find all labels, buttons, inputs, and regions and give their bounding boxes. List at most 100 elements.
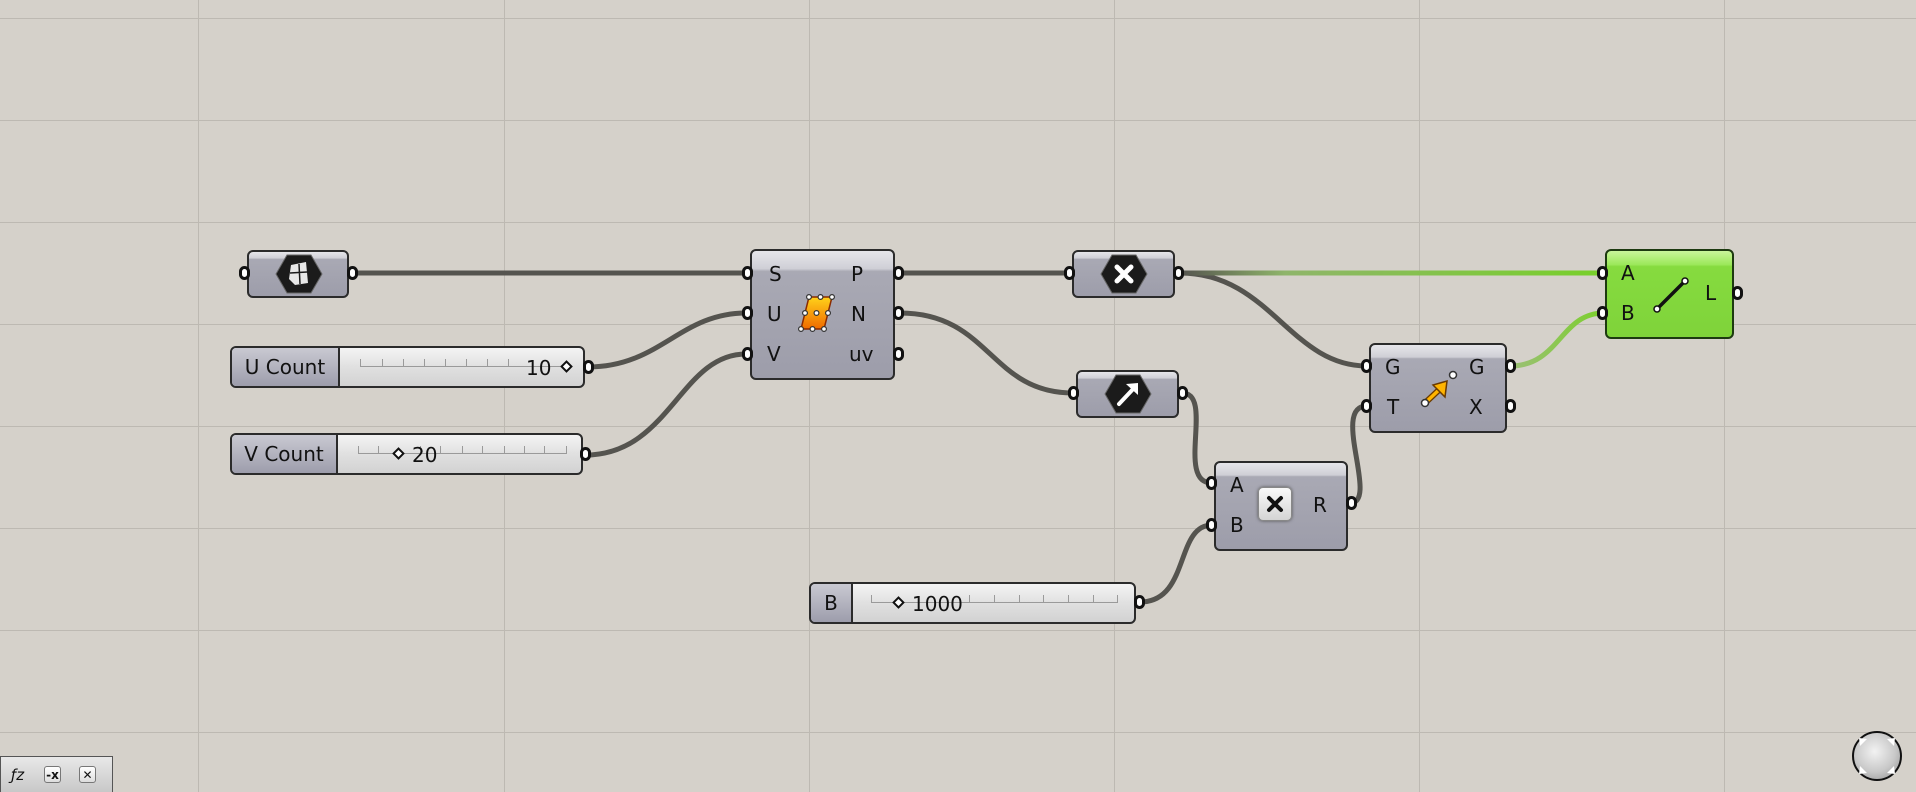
- slider-tick: [1043, 595, 1044, 603]
- slider-value: 10: [526, 356, 552, 380]
- input-grip[interactable]: [1064, 266, 1075, 280]
- input-grip[interactable]: [1068, 386, 1079, 400]
- slider-tick: [360, 359, 361, 367]
- output-label-l: L: [1705, 281, 1717, 305]
- slider-tick: [969, 595, 970, 603]
- output-grip[interactable]: [1177, 386, 1188, 400]
- navigation-compass[interactable]: [1852, 731, 1902, 781]
- slider-tick: [424, 359, 425, 367]
- slider-value: 1000: [912, 592, 963, 616]
- slider-tick: [403, 359, 404, 367]
- u-count-slider[interactable]: U Count 10: [230, 346, 585, 388]
- input-label-b: B: [1230, 513, 1244, 537]
- slider-tick: [358, 446, 359, 454]
- output-grip[interactable]: [583, 360, 594, 374]
- multiply-icon: [1258, 487, 1292, 521]
- point-param-icon: [1100, 254, 1148, 294]
- surface-param-icon: [275, 254, 323, 294]
- input-grip-b[interactable]: [1206, 518, 1217, 532]
- slider-tick: [462, 446, 463, 454]
- slider-tick: [420, 446, 421, 454]
- input-label-t: T: [1387, 395, 1400, 419]
- output-grip-l[interactable]: [1732, 286, 1743, 300]
- divide-surface-icon: [797, 293, 835, 332]
- negate-button[interactable]: -x: [44, 766, 61, 783]
- grid-line: [1724, 0, 1725, 792]
- input-grip-v[interactable]: [742, 347, 753, 361]
- vector-param-component[interactable]: [1076, 370, 1179, 418]
- v-count-slider[interactable]: V Count 20: [230, 433, 583, 475]
- slider-knob[interactable]: [892, 596, 905, 609]
- input-label-v: V: [767, 342, 781, 366]
- output-grip-p[interactable]: [893, 266, 904, 280]
- output-grip-n[interactable]: [893, 306, 904, 320]
- close-button[interactable]: ✕: [79, 766, 96, 783]
- slider-name: V Count: [232, 435, 338, 473]
- slider-tick: [504, 446, 505, 454]
- grid-line: [0, 426, 1916, 427]
- grid-line: [198, 0, 199, 792]
- output-label-uv: uv: [849, 342, 874, 366]
- slider-tick: [487, 359, 488, 367]
- grid-line: [0, 222, 1916, 223]
- output-label-p: P: [851, 262, 864, 286]
- slider-tick: [440, 446, 441, 454]
- surface-param-component[interactable]: [247, 250, 349, 298]
- vector-param-icon: [1104, 374, 1152, 414]
- slider-tick: [466, 359, 467, 367]
- output-grip[interactable]: [1134, 595, 1145, 609]
- input-label-a: A: [1230, 473, 1244, 497]
- slider-tick: [524, 446, 525, 454]
- slider-tick: [994, 595, 995, 603]
- output-grip-r[interactable]: [1346, 496, 1357, 510]
- slider-tick: [544, 446, 545, 454]
- slider-name: B: [811, 584, 853, 622]
- slider-knob[interactable]: [560, 360, 573, 373]
- input-grip-t[interactable]: [1361, 399, 1372, 413]
- compass-arrows-icon: [1859, 738, 1895, 774]
- grid-line: [809, 0, 810, 792]
- input-grip-u[interactable]: [742, 306, 753, 320]
- slider-tick: [482, 446, 483, 454]
- b-slider[interactable]: B 1000: [809, 582, 1136, 624]
- divide-surface-component[interactable]: S U V P N uv: [750, 249, 895, 380]
- input-label-b: B: [1621, 301, 1635, 325]
- output-grip[interactable]: [347, 266, 358, 280]
- slider-tick: [1093, 595, 1094, 603]
- move-icon: [1420, 370, 1458, 408]
- grid-line: [0, 732, 1916, 733]
- multiplication-component[interactable]: A B R: [1214, 461, 1348, 551]
- grid-line: [0, 18, 1916, 19]
- output-grip-g[interactable]: [1505, 359, 1516, 373]
- input-grip[interactable]: [239, 266, 250, 280]
- output-label-x: X: [1469, 395, 1483, 419]
- output-grip-uv[interactable]: [893, 347, 904, 361]
- slider-knob[interactable]: [392, 447, 405, 460]
- slider-tick: [382, 359, 383, 367]
- point-param-component[interactable]: [1072, 250, 1175, 298]
- grid-line: [0, 528, 1916, 529]
- line-icon: [1653, 277, 1689, 313]
- expression-button[interactable]: ƒz: [10, 765, 25, 784]
- input-grip-s[interactable]: [742, 266, 753, 280]
- output-grip-x[interactable]: [1505, 399, 1516, 413]
- input-grip-a[interactable]: [1597, 266, 1608, 280]
- slider-tick: [445, 359, 446, 367]
- input-label-g: G: [1385, 355, 1401, 379]
- output-label-n: N: [851, 302, 866, 326]
- input-grip-g[interactable]: [1361, 359, 1372, 373]
- input-grip-b[interactable]: [1597, 306, 1608, 320]
- slider-tick: [871, 595, 872, 603]
- grid-line: [0, 630, 1916, 631]
- output-grip[interactable]: [1173, 266, 1184, 280]
- input-grip-a[interactable]: [1206, 476, 1217, 490]
- input-label-u: U: [767, 302, 782, 326]
- input-label-s: S: [769, 262, 782, 286]
- slider-name: U Count: [232, 348, 340, 386]
- slider-tick: [566, 446, 567, 454]
- line-component[interactable]: A B L: [1605, 249, 1734, 339]
- move-component[interactable]: G T G X: [1369, 343, 1507, 433]
- output-grip[interactable]: [580, 447, 591, 461]
